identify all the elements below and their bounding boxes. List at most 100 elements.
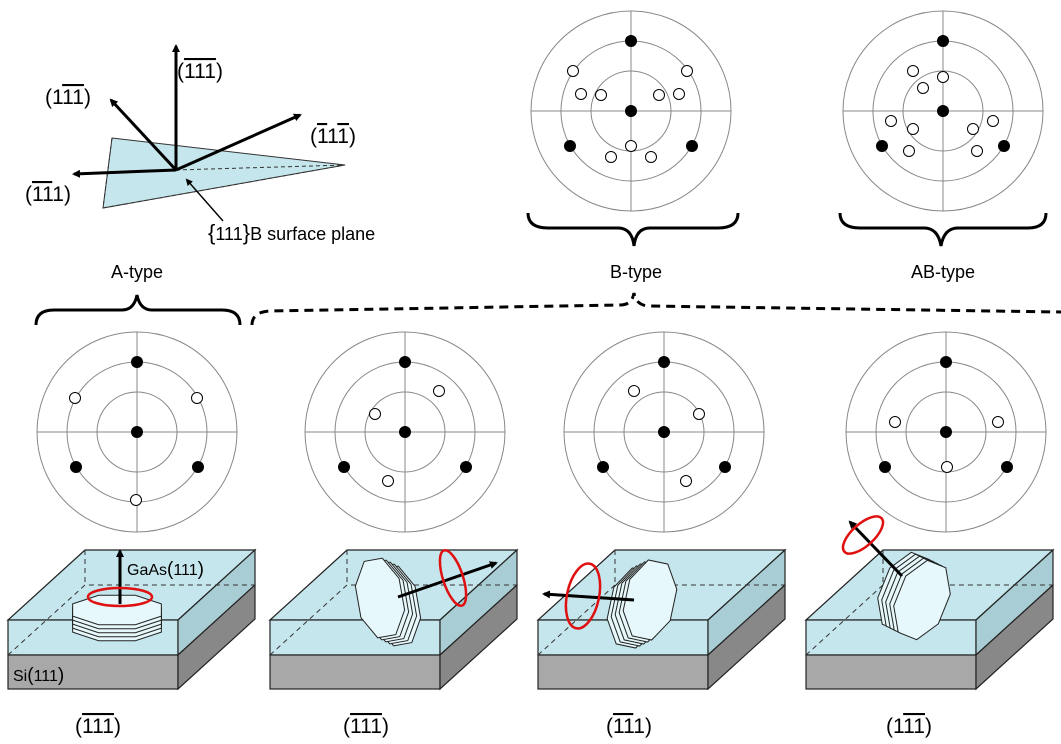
pole-open-dot: [595, 89, 607, 101]
hidden-edge: [269, 584, 517, 656]
pole-solid-dot: [131, 356, 143, 368]
crystallite-plate: [72, 594, 162, 626]
substrate-front: [805, 654, 977, 690]
pole-figures: [36, 10, 1047, 533]
pole-open-dot: [907, 65, 919, 77]
rotation-arrow-a: [86, 586, 154, 608]
substrate-side: [707, 583, 786, 691]
pole-open-dot: [645, 151, 657, 163]
plane-label: {111}B surface plane: [208, 220, 375, 245]
crystallite-plate: [354, 557, 406, 639]
brace-b-top: [526, 212, 740, 247]
bottom-index-2: (111): [343, 715, 389, 738]
plane-pointer-arrow: [185, 178, 224, 222]
pole-solid-dot: [937, 105, 949, 117]
hidden-edge: [537, 584, 785, 656]
pole-open-dot: [937, 71, 949, 83]
growth-arrows: [86, 515, 904, 630]
bottom-index-1: (111): [75, 715, 121, 738]
pole-open-dot: [605, 151, 617, 163]
pole-solid-dot: [597, 461, 609, 473]
pole-solid-dot: [564, 140, 576, 152]
pole-open-dot: [680, 475, 692, 487]
brace-ab-top: [838, 212, 1048, 247]
pole-solid-dot: [658, 356, 670, 368]
pole-open-dot: [907, 123, 919, 135]
pole-solid-dot: [460, 461, 472, 473]
pole-open-dot: [889, 416, 901, 428]
bottom-index-3: (111): [606, 715, 652, 738]
pole-open-dot: [992, 416, 1004, 428]
crystallite-plate: [622, 559, 678, 641]
pole-open-dot: [917, 82, 929, 94]
pole-solid-dot: [70, 461, 82, 473]
growth-axis-arrow-b1: [397, 561, 498, 599]
substrate-front: [269, 654, 441, 690]
pole-open-dot: [971, 145, 983, 157]
pole-open-dot: [903, 145, 915, 157]
pole-figure-ab-top: [842, 10, 1044, 212]
axis-arrow-left: [72, 168, 177, 178]
crystallite-stack: [354, 557, 422, 647]
pole-open-dot: [653, 89, 665, 101]
axis-label-left: (111): [25, 183, 71, 206]
pole-solid-dot: [719, 461, 731, 473]
pole-solid-dot: [1001, 461, 1013, 473]
bottom-index-4: (111): [886, 715, 932, 738]
pole-open-dot: [625, 140, 637, 152]
pole-solid-dot: [876, 140, 888, 152]
crystal-blocks: [6, 548, 1055, 691]
pole-open-dot: [628, 385, 640, 397]
crystallite-plate: [893, 559, 951, 641]
growth-axis-arrow-b2: [542, 590, 635, 602]
label-a-type: A-type: [111, 262, 163, 282]
pole-open-dot: [130, 494, 142, 506]
growth-axis-label: GaAs(111): [127, 559, 204, 580]
crystallite-stack: [877, 551, 951, 641]
crystallite-stack: [72, 594, 162, 642]
label-ab-type: AB-type: [911, 262, 975, 282]
pole-open-dot: [941, 461, 953, 473]
pole-open-dot: [69, 392, 81, 404]
crystallite-stack: [606, 559, 678, 649]
pole-solid-dot: [940, 426, 952, 438]
pole-solid-dot: [658, 426, 670, 438]
miller-digits: 111: [184, 60, 216, 83]
pole-open-dot: [681, 65, 693, 77]
pole-solid-dot: [192, 461, 204, 473]
pole-open-dot: [567, 65, 579, 77]
pole-open-dot: [885, 115, 897, 127]
growth-axis-arrow-b3: [848, 520, 904, 578]
substrate-side: [975, 583, 1054, 691]
pole-open-dot: [987, 115, 999, 127]
rotation-arrow-b1: [438, 548, 468, 608]
pole-open-dot: [673, 88, 685, 100]
miller-digits: 11: [62, 86, 84, 109]
pole-solid-dot: [940, 356, 952, 368]
crystal-block-3: [536, 548, 787, 691]
rotation-arrow-b2: [564, 562, 602, 630]
pole-solid-dot: [131, 426, 143, 438]
substrate-front: [537, 654, 709, 690]
pole-figure-b2: [563, 331, 765, 533]
pole-solid-dot: [399, 356, 411, 368]
axis-label-right: (111): [310, 125, 356, 148]
coordinate-system: (111) (111) (111) (111) {111}B surface p…: [25, 44, 375, 245]
pole-open-dot: [575, 88, 587, 100]
pole-solid-dot: [879, 461, 891, 473]
pole-solid-dot: [998, 140, 1010, 152]
pole-figure-a: [36, 331, 238, 533]
pole-solid-dot: [399, 426, 411, 438]
pole-solid-dot: [625, 35, 637, 47]
axis-arrow-right: [175, 113, 302, 172]
hidden-edge: [805, 584, 1053, 656]
pole-figure-b-top: [530, 10, 732, 212]
hidden-edge: [7, 584, 255, 656]
pole-figure-b3: [845, 331, 1047, 533]
pole-solid-dot: [338, 461, 350, 473]
axis-label-up: (111): [177, 60, 223, 83]
pole-open-dot: [382, 475, 394, 487]
pole-open-dot: [693, 408, 705, 420]
substrate-side: [439, 583, 518, 691]
